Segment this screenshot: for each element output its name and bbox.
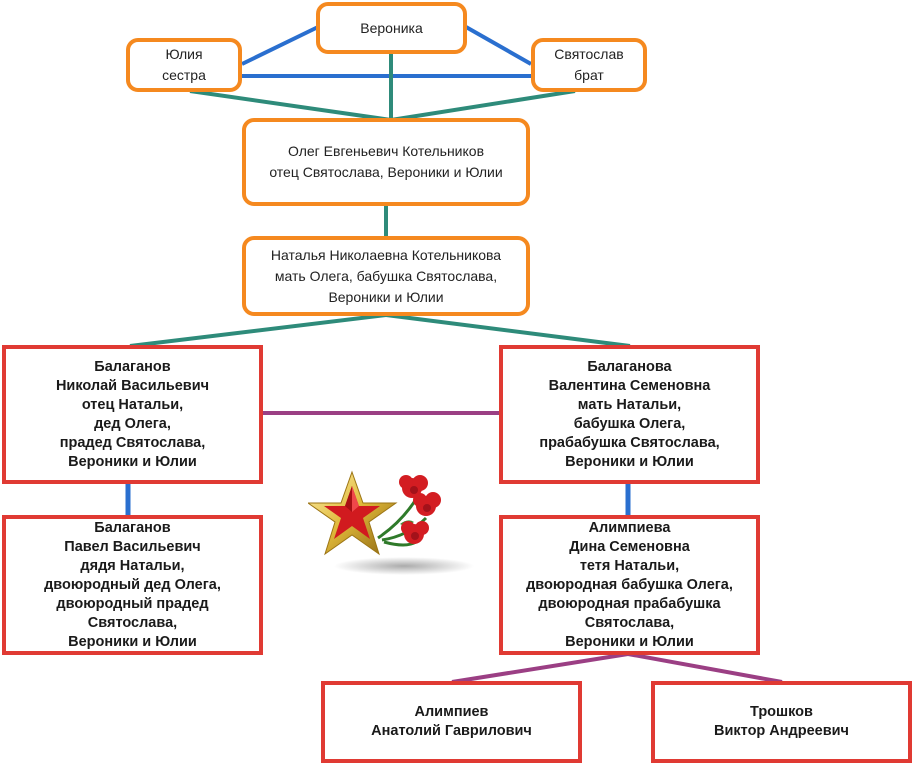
person-svyatoslav: Святослав брат [531, 38, 647, 92]
node-text-line: Святослав [554, 46, 624, 62]
node-text-line: двоюродная бабушка Олега, [526, 576, 733, 593]
line-veronika-yulia [241, 25, 319, 66]
line-veronika-svyatoslav [465, 25, 532, 66]
node-text-line: Вероники и Юлии [68, 453, 197, 470]
node-text-line: Балаганов [94, 519, 171, 536]
node-text-line: тетя Натальи, [579, 557, 680, 574]
node-text-line: Вероники и Юлии [565, 633, 694, 650]
node-text-line: Трошков [750, 704, 813, 720]
node-text-line: Павел Васильевич [64, 538, 201, 555]
node-text-line: Дина Семеновна [569, 538, 690, 555]
person-veronika: Вероника [316, 2, 467, 54]
line-dina-viktor [627, 652, 783, 684]
node-text-line: Вероники и Юлии [565, 453, 694, 470]
node-text-line: отец Натальи, [81, 396, 184, 413]
node-text-line: прабабушка Святослава, [539, 434, 720, 451]
line-dina-anatoliy [451, 652, 629, 684]
node-text-line: дядя Натальи, [80, 557, 185, 574]
node-text-line: Николай Васильевич [55, 377, 210, 394]
node-text-line: Святослава, [584, 614, 675, 631]
node-text-line: Алимпиев [414, 704, 489, 720]
node-text-line: Анатолий Гаврилович [371, 723, 532, 739]
line-svyatoslav-oleg [390, 89, 576, 122]
line-natalya-nikolai [129, 313, 387, 348]
node-text-line: дед Олега, [94, 415, 171, 432]
node-text-line: Балаганов [94, 358, 171, 375]
node-text-line: сестра [162, 67, 206, 83]
person-yulia: Юлия сестра [126, 38, 242, 92]
node-text-line: Валентина Семеновна [548, 377, 711, 394]
node-text-line: Алимпиева [588, 519, 671, 536]
node-text-line: бабушка Олега, [573, 415, 686, 432]
node-text-line: Виктор Андреевич [714, 723, 849, 739]
node-text-line: двоюродная прабабушка [538, 595, 721, 612]
node-text-line: Вероники и Юлии [328, 288, 444, 305]
node-text-line: двоюродный дед Олега, [44, 576, 221, 593]
node-text-line: двоюродный прадед [56, 595, 209, 612]
node-text-line: Вероники и Юлии [68, 633, 197, 650]
line-yulia-oleg [189, 89, 392, 122]
node-text-line: Балаганова [587, 358, 672, 375]
node-text-line: отец Святослава, Вероники и Юлии [269, 164, 503, 180]
person-oleg: Олег Евгеньевич Котельников отец Святосла… [242, 118, 530, 206]
node-text-line: Наталья Николаевна Котельникова [270, 246, 502, 263]
node-text-line: брат [574, 67, 604, 83]
node-text-line: мать Натальи, [577, 396, 682, 413]
node-text-line: Олег Евгеньевич Котельников [287, 143, 485, 159]
node-text-line: Святослава, [87, 614, 178, 631]
node-text-line: прадед Святослава, [59, 434, 206, 451]
person-natalya: Наталья Николаевна Котельникова мать Олег… [242, 236, 530, 316]
node-text-line: мать Олега, бабушка Святослава, [274, 267, 498, 284]
node-text-line: Вероника [360, 19, 423, 36]
line-natalya-valentina [385, 313, 631, 348]
node-text-line: Юлия [165, 46, 203, 62]
red-star-with-carnations-icon [308, 470, 474, 575]
